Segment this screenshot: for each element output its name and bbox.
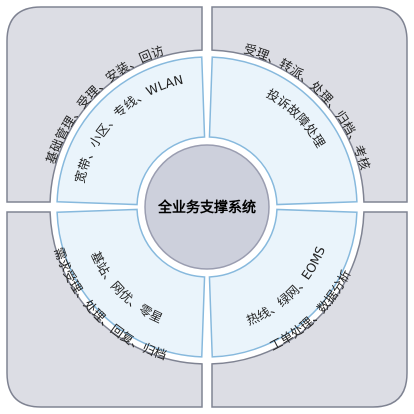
inner-segment-top-left [56, 56, 206, 206]
outer-segment-top-right [211, 6, 408, 203]
outer-segment-bottom-right [211, 211, 408, 408]
center-circle [144, 144, 270, 270]
inner-segment-top-right [208, 56, 358, 206]
inner-segment-bottom-right [208, 208, 358, 358]
outer-segment-bottom-left [6, 211, 203, 408]
outer-segment-top-left [6, 6, 203, 203]
inner-segment-bottom-left [56, 208, 206, 358]
center-label: 全业务支撑系统 [157, 199, 256, 216]
